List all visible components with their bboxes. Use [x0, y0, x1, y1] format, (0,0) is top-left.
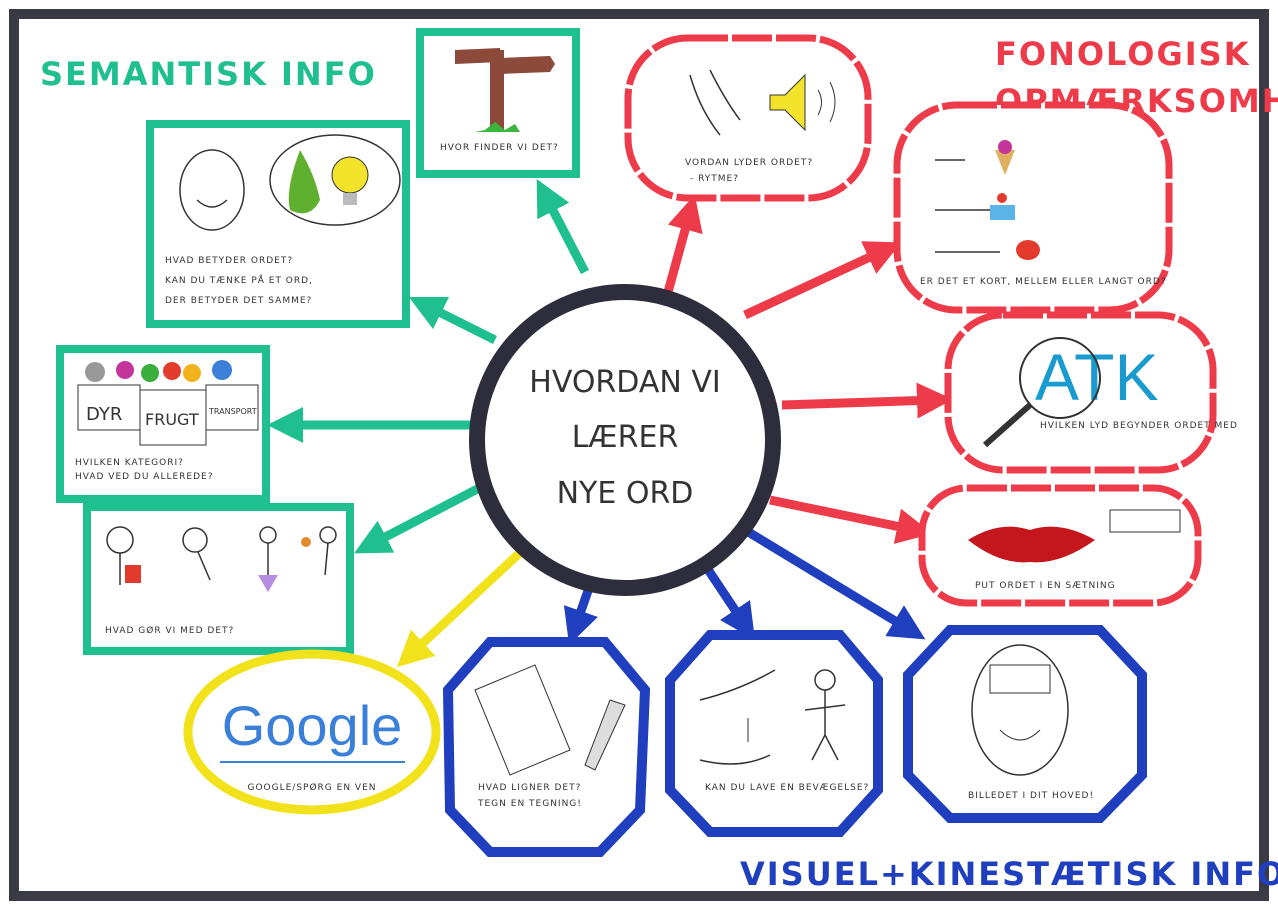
arrow-drawing [563, 583, 598, 645]
node-head: BILLEDET I DIT HOVED! [903, 625, 1147, 823]
arrow-head [742, 526, 926, 640]
drawing-line-2: TEGN EN TEGNING! [477, 799, 582, 809]
node-meaning: HVAD BETYDER ORDET? KAN DU TÆNKE PÅ ET O… [146, 120, 410, 328]
meaning-line-2: KAN DU TÆNKE PÅ ET ORD, [165, 274, 313, 286]
where-caption: HVOR FINDER VI DET? [440, 143, 559, 153]
arrow-atk [781, 382, 953, 419]
thought-bubble-icon [269, 134, 401, 226]
paper-icon [474, 664, 571, 776]
sound-line-1: VORDAN LYDER ORDET? [685, 158, 813, 168]
category-line-2: HVAD VED DU ALLEREDE? [75, 472, 214, 482]
node-google: Google GOOGLE/SPØRG EN VEN [183, 649, 441, 815]
arrow-gesture [701, 562, 755, 640]
google-logo: Google [222, 694, 403, 757]
length-caption: ER DET ET KORT, MELLEM ELLER LANGT ORD? [920, 277, 1167, 287]
speech-bubble-icon [1109, 509, 1181, 533]
pencil-icon [584, 699, 626, 771]
head-caption: BILLEDET I DIT HOVED! [968, 791, 1094, 801]
atk-logo: ATK [1035, 340, 1158, 414]
pear-icon [288, 150, 320, 214]
ladybug-icon [1016, 240, 1040, 260]
meaning-line-1: HVAD BETYDER ORDET? [165, 256, 293, 266]
google-caption: GOOGLE/SPØRG EN VEN [247, 782, 376, 793]
gesture-caption: KAN DU LAVE EN BEVÆGELSE? [705, 783, 869, 793]
box-label-frugt: FRUGT [145, 410, 199, 429]
arrow-sound [663, 194, 703, 294]
ice-cream-icon [995, 150, 1015, 175]
center-line-1: HVORDAN VI [529, 365, 720, 400]
node-sound: VORDAN LYDER ORDET? - RYTME? [624, 34, 872, 202]
node-action: HVAD GØR VI MED DET? [83, 503, 354, 655]
category-line-1: HVILKEN KATEGORI? [75, 458, 184, 468]
node-category: DYR FRUGT TRANSPORT HVILKEN KATEGORI? HV… [56, 345, 270, 503]
atk-caption: HVILKEN LYD BEGYNDER ORDET MED [1040, 421, 1238, 431]
head-icon [971, 644, 1069, 776]
center-circle [469, 284, 781, 596]
node-atk: ATK HVILKEN LYD BEGYNDER ORDET MED [944, 311, 1238, 474]
clapping-hands-icon [689, 69, 741, 136]
length-bars-icon [935, 159, 1000, 253]
page-frame [9, 9, 1269, 901]
category-items-icon [85, 360, 232, 382]
hands-icon [699, 669, 776, 765]
arrow-length [743, 241, 902, 320]
cloud-frame [624, 34, 872, 202]
cloud-frame [944, 311, 1217, 474]
node-drawing: HVAD LIGNER DET? TEGN EN TEGNING! [442, 637, 651, 857]
node-length: ER DET ET KORT, MELLEM ELLER LANGT ORD? [893, 101, 1173, 314]
heading-phonological-1: FONOLOGISK [995, 35, 1251, 73]
arrow-sentence [769, 495, 933, 544]
drawing-line-1: HVAD LIGNER DET? [478, 783, 581, 793]
cupcake-icon [990, 205, 1015, 220]
stick-figure-icon [804, 669, 846, 761]
center-line-3: NYE ORD [557, 476, 694, 511]
magnifier-icon [1019, 337, 1101, 419]
people-icon [106, 526, 337, 585]
arrow-where [536, 179, 589, 275]
center-line-2: LÆRER [572, 420, 679, 455]
arrow-google [396, 544, 529, 668]
box-label-dyr: DYR [86, 404, 122, 425]
node-sentence: PUT ORDET I EN SÆTNING [918, 484, 1202, 607]
face-icon [179, 149, 245, 231]
heading-visual: VISUEL+KINESTÆTISK INFO [740, 855, 1278, 893]
arrows [267, 179, 953, 668]
speaker-icon [769, 73, 806, 132]
cloud-frame [893, 101, 1173, 314]
lips-icon [968, 526, 1095, 563]
action-caption: HVAD GØR VI MED DET? [105, 625, 234, 636]
box-label-transport: TRANSPORT [208, 407, 257, 416]
meaning-line-3: DER BETYDER DET SAMME? [165, 296, 312, 306]
center-title: HVORDAN VI LÆRER NYE ORD [529, 365, 720, 511]
sound-line-2: - RYTME? [690, 174, 739, 184]
node-gesture: KAN DU LAVE EN BEVÆGELSE? [665, 630, 883, 837]
lightbulb-icon [331, 156, 369, 194]
heading-semantic: SEMANTISK INFO [40, 55, 377, 93]
sentence-caption: PUT ORDET I EN SÆTNING [975, 581, 1116, 591]
arrow-meaning [408, 296, 498, 345]
node-where: HVOR FINDER VI DET? [416, 28, 580, 178]
arrow-action [354, 481, 488, 554]
